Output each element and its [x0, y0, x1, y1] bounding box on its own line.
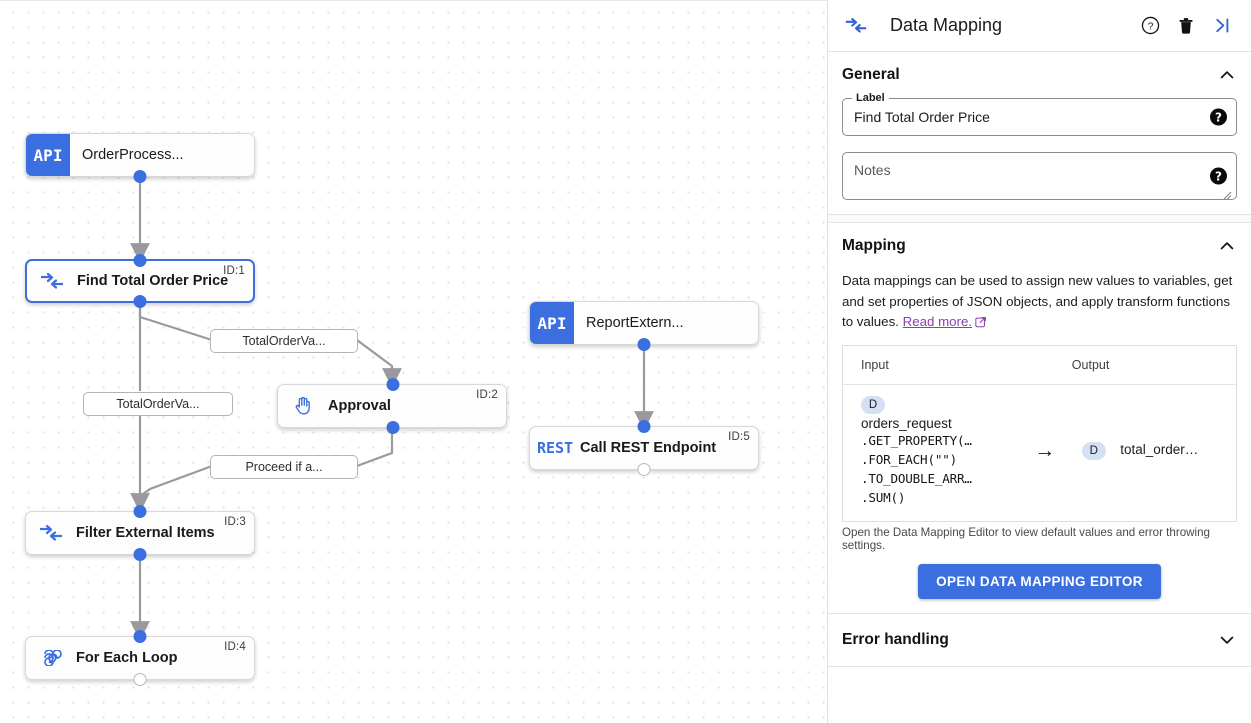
node-id: ID:4: [224, 641, 246, 653]
node-input-port[interactable]: [133, 254, 147, 267]
section-mapping: Mapping Data mappings can be used to ass…: [828, 223, 1251, 613]
node-id: ID:1: [223, 265, 245, 277]
api-badge: API: [530, 302, 574, 344]
data-mapping-icon: [26, 525, 76, 541]
flow-node-order-process[interactable]: API OrderProcess...: [25, 133, 255, 183]
input-variable: orders_request: [861, 415, 952, 431]
edge-label[interactable]: Proceed if a...: [210, 455, 358, 479]
table-row[interactable]: D orders_request .GET_PROPERTY(… .FOR_EA…: [843, 384, 1237, 521]
external-link-icon[interactable]: [975, 314, 987, 335]
section-error-handling-header[interactable]: Error handling: [842, 614, 1237, 666]
node-output-port[interactable]: [133, 170, 147, 183]
node-output-port[interactable]: [133, 673, 147, 686]
section-mapping-header[interactable]: Mapping: [842, 223, 1237, 269]
properties-panel: Data Mapping ?: [828, 0, 1251, 723]
node-output-port[interactable]: [386, 421, 400, 434]
flow-node-find-total-order-price[interactable]: Find Total Order Price ID:1: [25, 254, 255, 308]
data-mapping-icon: [844, 18, 868, 33]
node-input-port[interactable]: [133, 505, 147, 518]
output-variable: total_order…: [1120, 442, 1199, 457]
label-field[interactable]: Label Find Total Order Price ?: [842, 92, 1237, 136]
section-general-header[interactable]: General: [842, 52, 1237, 98]
node-label: For Each Loop: [76, 650, 178, 666]
notes-placeholder: Notes: [854, 162, 891, 178]
edge-label[interactable]: TotalOrderVa...: [83, 392, 233, 416]
mapping-output-cell[interactable]: D total_order…: [1064, 384, 1237, 521]
flow-node-filter-external-items[interactable]: Filter External Items ID:3: [25, 505, 255, 561]
section-general: General Label Find Total Order Price ? N…: [828, 52, 1251, 200]
node-input-port[interactable]: [133, 630, 147, 643]
node-input-port[interactable]: [637, 420, 651, 433]
edge-layer: [130, 178, 654, 641]
label-field-caption: Label: [852, 92, 889, 104]
node-label: Find Total Order Price: [77, 273, 229, 289]
loop-icon: [26, 650, 76, 666]
input-expression-line: .SUM(): [861, 489, 906, 505]
api-badge: API: [26, 134, 70, 176]
mapping-input-cell[interactable]: D orders_request .GET_PROPERTY(… .FOR_EA…: [843, 384, 1008, 521]
flow-node-approval[interactable]: Approval ID:2: [277, 378, 507, 434]
chevron-up-icon[interactable]: [1217, 65, 1237, 85]
svg-text:?: ?: [1147, 21, 1153, 32]
label-field-value: Find Total Order Price: [854, 109, 990, 125]
table-header-row: Input Output: [842, 345, 1237, 385]
resize-handle[interactable]: [1223, 187, 1232, 200]
mapping-table: Input Output D orders_request .GET_PROPE…: [842, 344, 1237, 522]
column-header-output: Output: [1063, 345, 1237, 385]
data-mapping-icon: [27, 273, 77, 289]
node-label: Filter External Items: [76, 525, 215, 541]
read-more-link[interactable]: Read more.: [902, 314, 973, 329]
flow-node-call-rest-endpoint[interactable]: REST Call REST Endpoint ID:5: [529, 420, 759, 476]
help-icon[interactable]: ?: [1210, 167, 1227, 185]
hand-icon: [278, 395, 328, 417]
section-error-handling: Error handling: [828, 614, 1251, 666]
open-data-mapping-editor-button[interactable]: OPEN DATA MAPPING EDITOR: [918, 563, 1161, 599]
flow-node-for-each-loop[interactable]: For Each Loop ID:4: [25, 630, 255, 686]
node-label: Approval: [328, 398, 391, 414]
section-title: Error handling: [842, 630, 949, 648]
flow-node-report-external[interactable]: API ReportExtern...: [529, 301, 759, 351]
node-id: ID:2: [476, 389, 498, 401]
collapse-panel-icon[interactable]: [1207, 11, 1237, 41]
node-id: ID:5: [728, 431, 750, 443]
section-divider: [828, 214, 1251, 215]
delete-icon[interactable]: [1171, 11, 1201, 41]
notes-field[interactable]: Notes ?: [842, 152, 1237, 200]
node-input-port[interactable]: [386, 378, 400, 391]
input-expression-line: .FOR_EACH(""): [861, 451, 957, 467]
chevron-down-icon[interactable]: [1217, 630, 1237, 650]
node-output-port[interactable]: [637, 463, 651, 476]
rest-badge: REST: [536, 439, 574, 457]
section-divider: [828, 222, 1251, 223]
node-label: ReportExtern...: [586, 315, 684, 331]
help-icon[interactable]: ?: [1135, 11, 1165, 41]
node-label: OrderProcess...: [82, 147, 184, 163]
panel-title: Data Mapping: [890, 15, 1003, 35]
edge-label[interactable]: TotalOrderVa...: [210, 329, 358, 353]
section-divider: [828, 612, 1251, 614]
mapping-description: Data mappings can be used to assign new …: [842, 271, 1237, 335]
input-expression-line: .GET_PROPERTY(…: [861, 432, 972, 448]
node-id: ID:3: [224, 516, 246, 528]
section-title: Mapping: [842, 237, 906, 254]
node-output-port[interactable]: [133, 295, 147, 308]
section-divider: [828, 665, 1251, 667]
chevron-up-icon[interactable]: [1217, 236, 1237, 256]
panel-header: Data Mapping ?: [828, 0, 1251, 52]
section-title: General: [842, 66, 900, 83]
mapping-hint: Open the Data Mapping Editor to view def…: [842, 525, 1210, 552]
column-header-input: Input: [842, 345, 1008, 385]
input-type-chip: D: [861, 395, 885, 414]
mapping-arrow-icon: →: [1034, 438, 1056, 462]
output-type-chip: D: [1081, 442, 1106, 460]
node-output-port[interactable]: [133, 548, 147, 561]
help-icon[interactable]: ?: [1210, 108, 1227, 126]
flow-canvas[interactable]: API OrderProcess... Find Total Order Pri…: [0, 0, 828, 723]
input-expression-line: .TO_DOUBLE_ARR…: [861, 470, 972, 486]
node-output-port[interactable]: [637, 338, 651, 351]
node-label: Call REST Endpoint: [580, 440, 717, 456]
mapping-description-text: Data mappings can be used to assign new …: [842, 273, 1233, 329]
